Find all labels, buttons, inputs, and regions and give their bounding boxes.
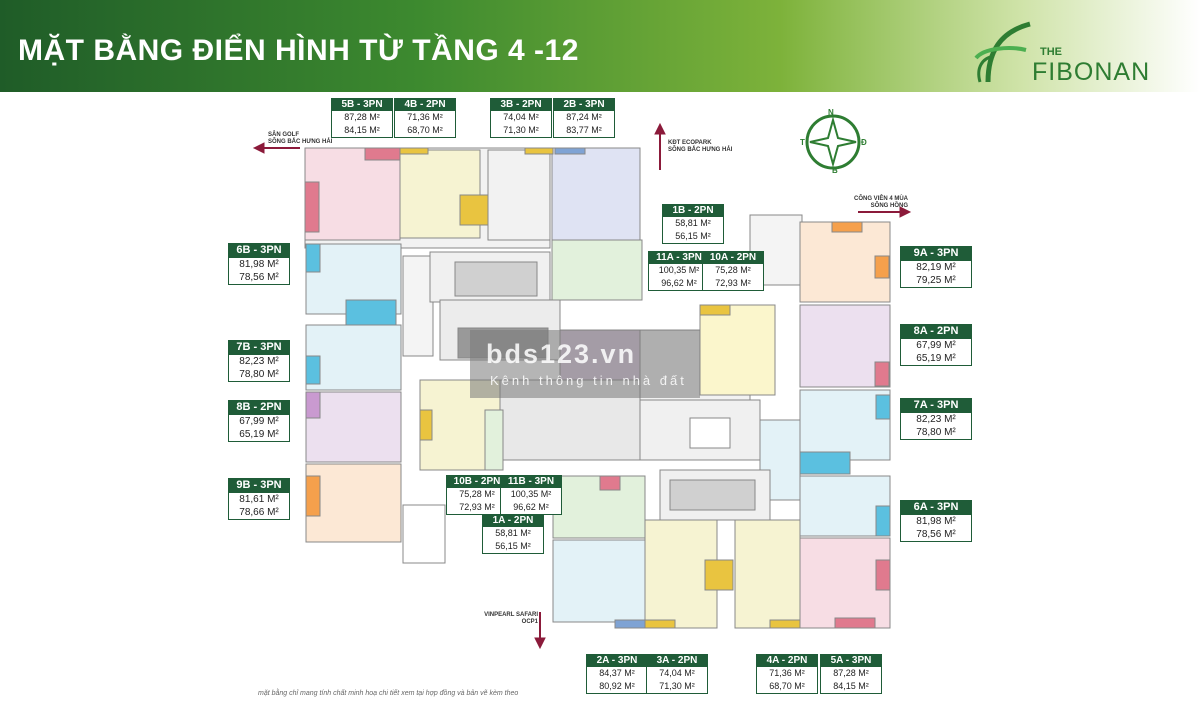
footer-note: mặt bằng chỉ mang tính chất minh hoạ chi…	[258, 690, 519, 697]
compass-s-label: B	[832, 166, 838, 175]
compass-n-label: N	[828, 108, 834, 117]
header-banner	[0, 0, 1200, 92]
route-arrows	[252, 122, 912, 650]
fibonan-logo-icon	[974, 21, 1031, 83]
compass-w-label: T	[800, 138, 805, 147]
watermark-main: bds123.vn	[486, 339, 637, 369]
watermark-sub: Kênh thông tin nhà đất	[490, 373, 687, 388]
logo-name-text: FIBONAN	[1032, 58, 1151, 86]
page-title: MẶT BẰNG ĐIỂN HÌNH TỪ TẦNG 4 -12	[18, 34, 579, 67]
watermark-box	[470, 330, 700, 398]
compass-icon	[805, 114, 861, 170]
compass-e-label: Đ	[861, 138, 867, 147]
building-outline	[304, 147, 891, 629]
logo-the-text: THE	[1040, 46, 1062, 58]
